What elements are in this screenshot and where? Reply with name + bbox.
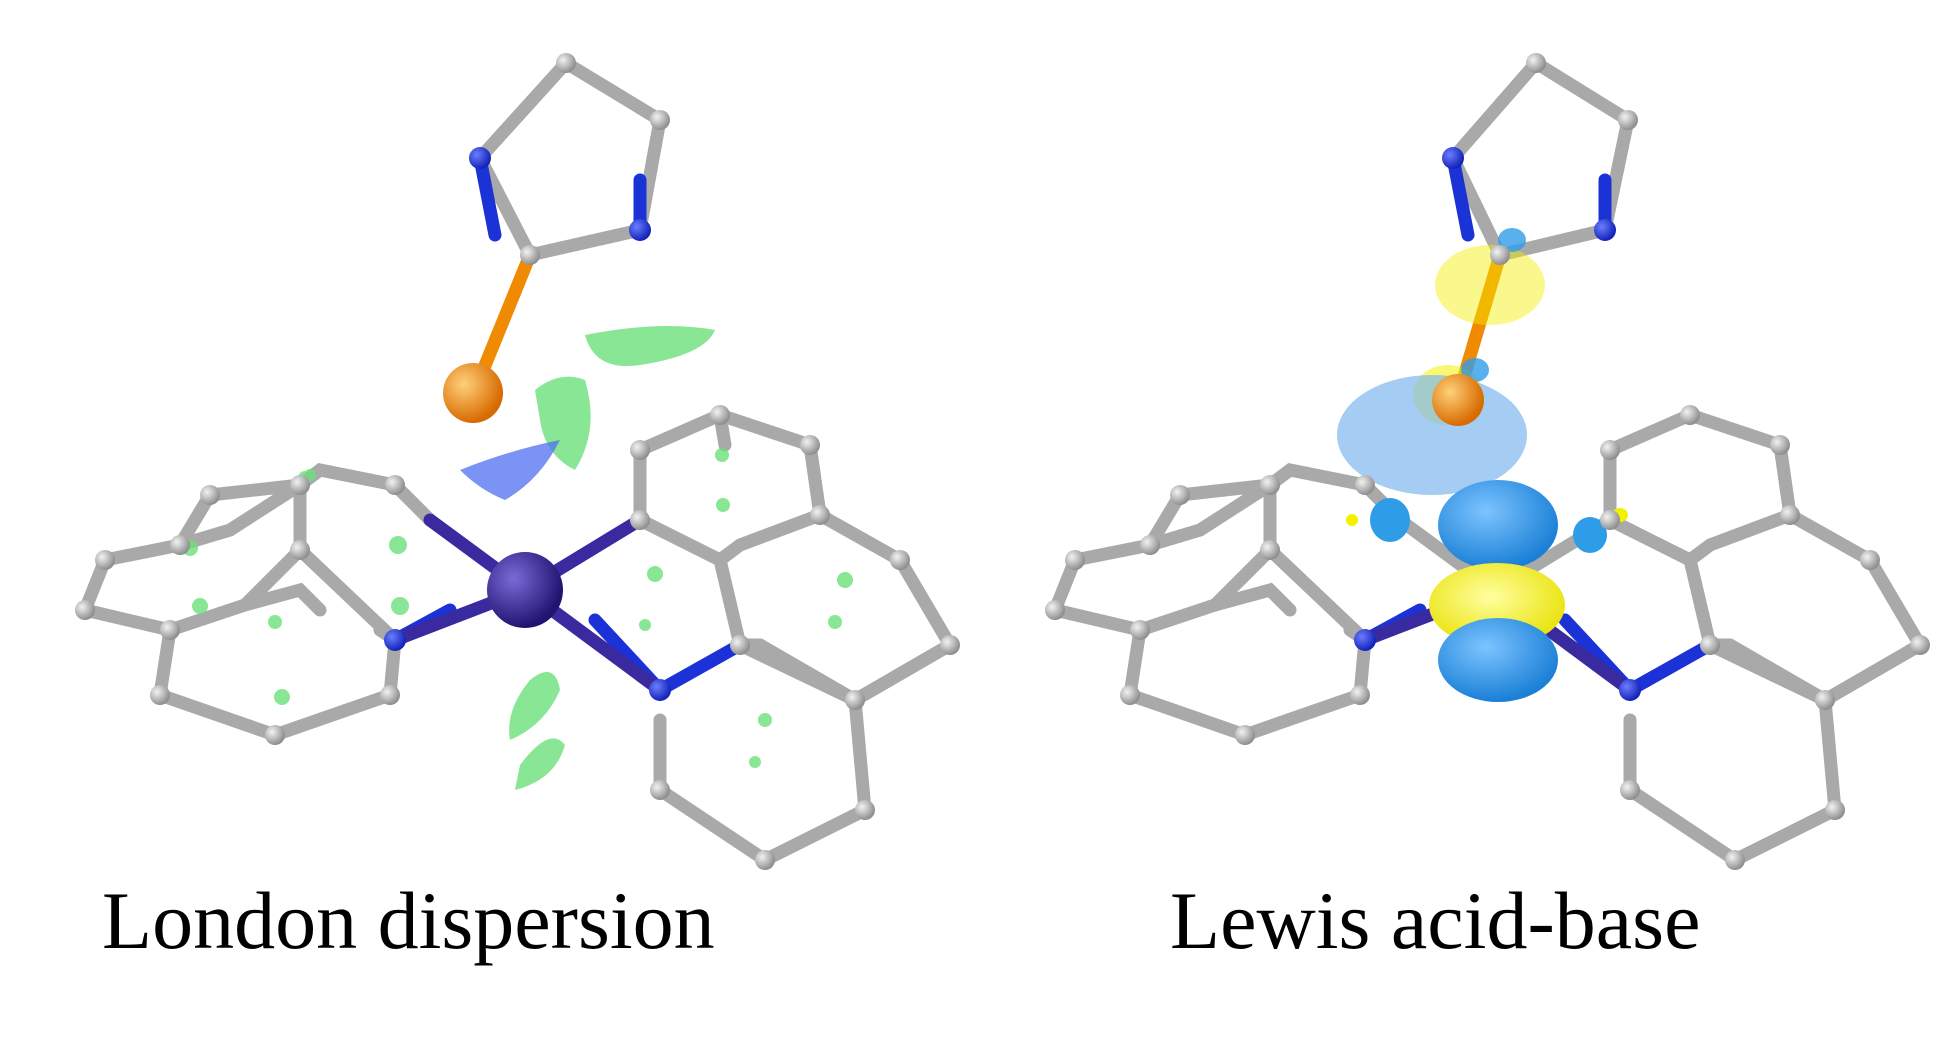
yellow-lobe bbox=[1435, 245, 1545, 325]
orbital-lobes bbox=[1337, 228, 1628, 702]
panel-london-dispersion bbox=[75, 53, 960, 870]
phosphorus-atom bbox=[443, 363, 503, 423]
carbon-atoms bbox=[75, 53, 960, 870]
metal-atom bbox=[487, 552, 563, 628]
dispersion-blue-surface bbox=[460, 440, 560, 500]
blue-lobe bbox=[1498, 228, 1526, 252]
panel-lewis-acid-base bbox=[1045, 53, 1930, 870]
blue-lobe bbox=[1370, 498, 1410, 542]
blue-lobe bbox=[1438, 618, 1558, 702]
nitrogen-atoms bbox=[1354, 147, 1641, 701]
caption-london-dispersion: London dispersion bbox=[102, 875, 715, 966]
caption-lewis-acid-base: Lewis acid-base bbox=[1170, 875, 1701, 966]
yellow-lobe bbox=[1346, 514, 1358, 526]
blue-lobe bbox=[1438, 480, 1558, 570]
carbon-atoms bbox=[1045, 53, 1930, 870]
dispersion-surfaces bbox=[182, 326, 853, 790]
nitrogen-atoms bbox=[384, 147, 671, 701]
blue-lobe bbox=[1573, 517, 1607, 553]
phosphorus-atom bbox=[1432, 374, 1484, 426]
